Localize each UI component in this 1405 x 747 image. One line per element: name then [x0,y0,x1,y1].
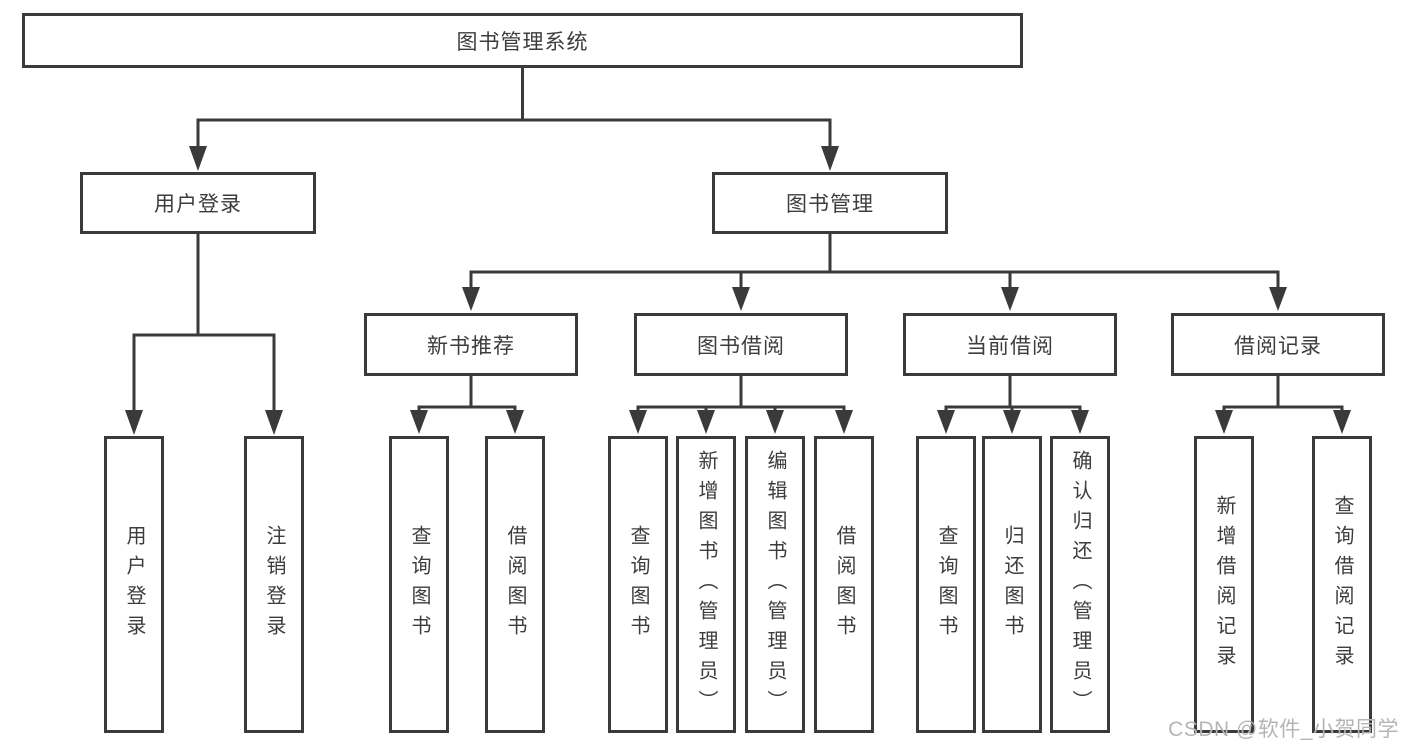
node-leaf-rec-borrow-book-label: 借阅图书 [504,524,526,645]
node-borrow-records: 借阅记录 [1171,313,1385,376]
edge-new-book-rec-children [410,376,524,434]
node-book-mgmt: 图书管理 [712,172,948,234]
node-user-login-label: 用户登录 [154,193,242,216]
node-book-borrow-label: 图书借阅 [697,334,785,358]
node-leaf-rec-search-book-label: 查询图书 [408,524,430,645]
node-borrow-records-label: 借阅记录 [1234,334,1322,358]
node-leaf-br-search-record: 查询借阅记录 [1312,436,1372,733]
node-new-book-rec-label: 新书推荐 [427,334,515,358]
node-leaf-cb-search-book: 查询图书 [916,436,976,733]
node-leaf-bb-add-book-label: 新增图书（管理员） [695,449,717,720]
node-root-label: 图书管理系统 [456,30,589,54]
node-leaf-cb-return-book-label: 归还图书 [1001,524,1023,645]
node-leaf-br-search-record-label: 查询借阅记录 [1331,494,1353,675]
node-leaf-cb-confirm-return-label: 确认归还（管理员） [1069,449,1091,720]
node-book-borrow: 图书借阅 [634,313,848,376]
node-leaf-cb-return-book: 归还图书 [982,436,1042,733]
node-leaf-bb-add-book: 新增图书（管理员） [676,436,736,733]
edge-book-mgmt-children [462,234,1287,311]
node-leaf-bb-search-book-label: 查询图书 [627,524,649,645]
node-leaf-bb-edit-book-label: 编辑图书（管理员） [764,449,786,720]
node-current-borrow: 当前借阅 [903,313,1117,376]
edge-user-login-children [125,234,283,435]
node-user-login: 用户登录 [80,172,316,234]
edge-book-borrow-children [629,376,853,434]
node-root: 图书管理系统 [22,13,1023,68]
node-leaf-user-login: 用户登录 [104,436,164,733]
node-book-mgmt-label: 图书管理 [786,193,874,216]
node-leaf-rec-borrow-book: 借阅图书 [485,436,545,733]
node-leaf-rec-search-book: 查询图书 [389,436,449,733]
node-leaf-user-login-label: 用户登录 [123,524,145,645]
csdn-watermark: CSDN @软件_小贺同学 [1168,718,1399,741]
node-leaf-logout-label: 注销登录 [263,524,285,645]
edge-root-to-level2 [189,68,839,171]
edge-borrow-records-children [1215,376,1351,434]
node-leaf-bb-edit-book: 编辑图书（管理员） [745,436,805,733]
node-leaf-cb-confirm-return: 确认归还（管理员） [1050,436,1110,733]
node-leaf-bb-borrow-book: 借阅图书 [814,436,874,733]
node-new-book-rec: 新书推荐 [364,313,578,376]
node-current-borrow-label: 当前借阅 [966,334,1054,358]
node-leaf-br-add-record-label: 新增借阅记录 [1213,494,1235,675]
node-leaf-cb-search-book-label: 查询图书 [935,524,957,645]
node-leaf-logout: 注销登录 [244,436,304,733]
node-leaf-bb-borrow-book-label: 借阅图书 [833,524,855,645]
node-leaf-bb-search-book: 查询图书 [608,436,668,733]
node-leaf-br-add-record: 新增借阅记录 [1194,436,1254,733]
edge-current-borrow-children [937,376,1089,434]
